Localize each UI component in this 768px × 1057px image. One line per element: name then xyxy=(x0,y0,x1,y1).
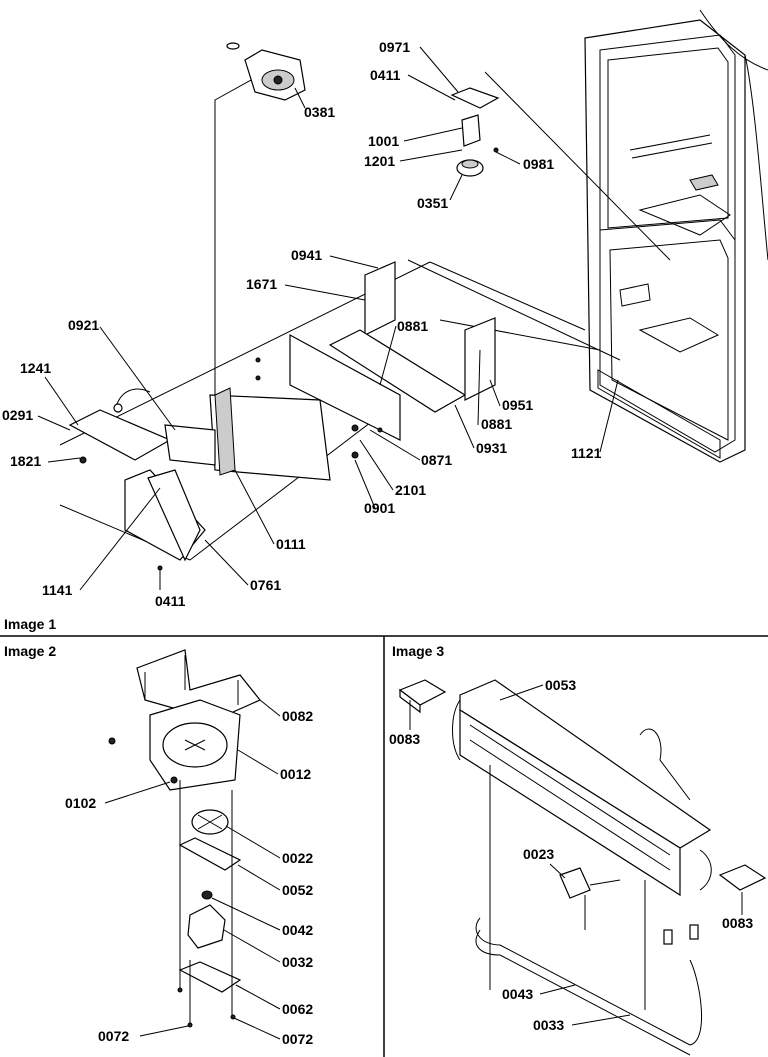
callout-label: 1821 xyxy=(10,453,41,469)
panel-title-image1: Image 1 xyxy=(4,616,56,632)
callout-label: 0291 xyxy=(2,407,33,423)
callout-label: 1141 xyxy=(42,582,73,598)
callout-label: 0053 xyxy=(545,677,576,693)
refrigerator-cabinet xyxy=(584,9,768,463)
damper-assembly xyxy=(450,87,500,177)
callout-label: 0083 xyxy=(389,731,420,747)
callout-label: 0082 xyxy=(282,708,313,724)
callout-label: 0102 xyxy=(65,795,96,811)
callout-label: 0033 xyxy=(533,1017,564,1033)
callout-label: 1241 xyxy=(20,360,51,376)
callout-label: 0951 xyxy=(502,397,533,413)
evaporator-cover xyxy=(68,261,496,571)
callout-label: 0351 xyxy=(417,195,448,211)
fan-assembly-0381 xyxy=(226,42,306,101)
callout-label: 0901 xyxy=(364,500,395,516)
callout-label: 0981 xyxy=(523,156,554,172)
panel-title-image2: Image 2 xyxy=(4,643,56,659)
callout-label: 0761 xyxy=(250,577,281,593)
callout-label: 1001 xyxy=(368,133,399,149)
callout-label: 0881 xyxy=(481,416,512,432)
callout-label: 0083 xyxy=(722,915,753,931)
callout-label: 0941 xyxy=(291,247,322,263)
callout-label: 2101 xyxy=(395,482,426,498)
callout-label: 0411 xyxy=(370,67,401,83)
callout-label: 0381 xyxy=(304,104,335,120)
callout-label: 0931 xyxy=(476,440,507,456)
image1-drawing xyxy=(59,9,768,571)
panel-title-image3: Image 3 xyxy=(392,643,444,659)
callout-label: 0032 xyxy=(282,954,313,970)
image2-labels: 0082 0012 0102 0022 0052 0042 0032 0062 … xyxy=(65,699,313,1047)
image3-labels: 0053 0083 0023 0083 0043 0033 xyxy=(389,677,753,1033)
label-leaders xyxy=(37,46,619,591)
callout-label: 0881 xyxy=(397,318,428,334)
callout-label: 0052 xyxy=(282,882,313,898)
label-leaders xyxy=(104,699,281,1040)
callout-label: 1201 xyxy=(364,153,395,169)
callout-label: 0971 xyxy=(379,39,410,55)
callout-label: 0023 xyxy=(523,846,554,862)
callout-label: 0042 xyxy=(282,922,313,938)
callout-label: 0022 xyxy=(282,850,313,866)
callout-label: 0871 xyxy=(421,452,452,468)
callout-label: 1671 xyxy=(246,276,277,292)
callout-label: 0072 xyxy=(282,1031,313,1047)
image1-labels: 0971 0411 0381 1001 1201 0981 0351 0941 … xyxy=(2,39,619,609)
panel-dividers xyxy=(0,635,768,1057)
image3-drawing xyxy=(398,679,767,1056)
callout-label: 0062 xyxy=(282,1001,313,1017)
label-leaders xyxy=(409,684,743,1026)
callout-label: 0072 xyxy=(98,1028,129,1044)
callout-label: 0411 xyxy=(155,593,186,609)
callout-label: 0012 xyxy=(280,766,311,782)
image2-drawing xyxy=(108,649,261,1028)
callout-label: 0043 xyxy=(502,986,533,1002)
callout-label: 0111 xyxy=(276,536,306,552)
callout-label: 0921 xyxy=(68,317,99,333)
callout-label: 1121 xyxy=(571,445,602,461)
